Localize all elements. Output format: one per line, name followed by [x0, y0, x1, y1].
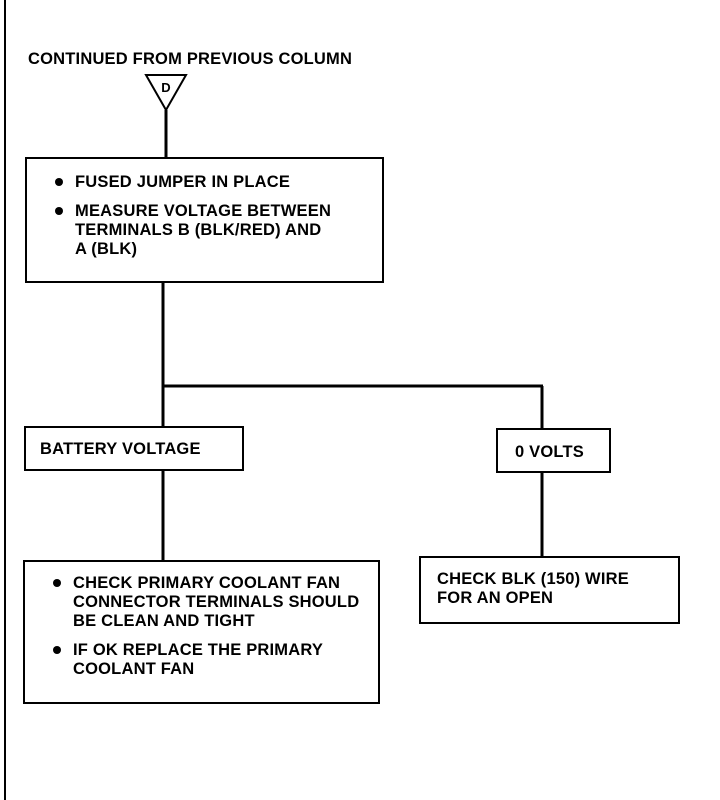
test-step-item-text: FUSED JUMPER IN PLACE: [75, 173, 291, 191]
left-action-item: CHECK PRIMARY COOLANT FAN CONNECTOR TERM…: [53, 574, 373, 631]
continued-from-text: CONTINUED FROM PREVIOUS COLUMN: [28, 50, 353, 68]
result-battery-voltage-label: BATTERY VOLTAGE: [40, 440, 201, 458]
bullet-icon: [53, 579, 61, 587]
right-action-text: CHECK BLK (150) WIRE FOR AN OPEN: [437, 570, 629, 607]
connector-letter: D: [161, 80, 171, 95]
test-step-item-text: MEASURE VOLTAGE BETWEEN TERMINALS B (BLK…: [75, 202, 332, 258]
test-step-box: FUSED JUMPER IN PLACE MEASURE VOLTAGE BE…: [25, 157, 384, 283]
result-zero-volts-box: 0 VOLTS: [496, 428, 611, 473]
right-action-box: CHECK BLK (150) WIRE FOR AN OPEN: [419, 556, 680, 624]
off-page-connector-d: D: [142, 72, 190, 114]
test-step-item: MEASURE VOLTAGE BETWEEN TERMINALS B (BLK…: [55, 202, 335, 259]
bullet-icon: [55, 207, 63, 215]
left-action-item-text: CHECK PRIMARY COOLANT FAN CONNECTOR TERM…: [73, 574, 360, 630]
left-action-item-text: IF OK REPLACE THE PRIMARY COOLANT FAN: [73, 641, 323, 678]
left-action-item: IF OK REPLACE THE PRIMARY COOLANT FAN: [53, 641, 373, 679]
bullet-icon: [53, 646, 61, 654]
bullet-icon: [55, 178, 63, 186]
result-zero-volts-label: 0 VOLTS: [515, 443, 584, 461]
left-action-box: CHECK PRIMARY COOLANT FAN CONNECTOR TERM…: [23, 560, 380, 704]
left-margin-rule: [4, 0, 6, 800]
result-battery-voltage-box: BATTERY VOLTAGE: [24, 426, 244, 471]
test-step-item: FUSED JUMPER IN PLACE: [55, 173, 370, 192]
triangle-connector-icon: [144, 74, 188, 113]
